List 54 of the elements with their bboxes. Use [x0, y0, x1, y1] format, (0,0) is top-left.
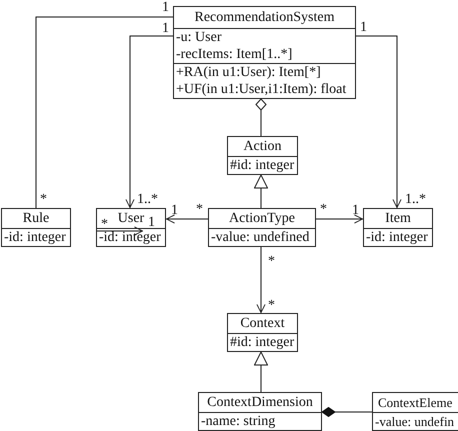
class-name: Rule [22, 210, 50, 227]
class-box [208, 208, 316, 247]
class-box [198, 392, 322, 431]
class-box [227, 313, 298, 352]
association-arrow [126, 36, 174, 208]
association-arrow [356, 36, 402, 208]
class-box [363, 208, 433, 247]
multiplicity-label: 1 [360, 21, 367, 35]
association-line [36, 16, 174, 208]
operation-text: +RA(in u1:User): Item[*] [176, 65, 321, 80]
multiplicity-label: * [320, 203, 327, 217]
class-name: ContextEleme [378, 394, 452, 411]
multiplicity-label: * [101, 218, 108, 232]
association-arrow [256, 246, 266, 314]
association-arrow [166, 214, 208, 224]
multiplicity-label: 1 [148, 216, 155, 230]
attribute-text: #id: integer [230, 158, 294, 173]
aggregation-line [256, 98, 266, 136]
attribute-text: -value: undefined [211, 230, 310, 245]
multiplicity-label: * [196, 203, 203, 217]
multiplicity-label: 1 [352, 204, 359, 218]
multiplicity-label: 1 [162, 22, 169, 36]
class-name: Item [385, 210, 411, 227]
multiplicity-label: * [40, 193, 47, 207]
attribute-text: -name: string [201, 414, 276, 429]
class-name: Action [243, 138, 282, 155]
class-box [1, 208, 71, 247]
attribute-text: -recItems: Item[1..*] [176, 47, 292, 62]
attribute-text: #id: integer [230, 335, 294, 350]
association-arrow [316, 214, 364, 224]
class-name: ContextDimension [207, 394, 313, 411]
multiplicity-label: * [268, 255, 275, 269]
class-name: ActionType [229, 210, 295, 227]
inheritance-arrow [254, 352, 268, 392]
composition-line [322, 407, 372, 417]
class-name: Context [240, 315, 285, 332]
multiplicity-label: 1 [162, 1, 169, 15]
class-name: RecommendationSystem [194, 9, 334, 26]
multiplicity-label: 1..* [405, 193, 426, 207]
attribute-text: -id: integer [4, 230, 66, 245]
class-box [372, 392, 458, 431]
class-box [96, 208, 166, 247]
inheritance-arrow [254, 174, 268, 208]
attribute-text: -id: integer [366, 230, 428, 245]
attribute-text: -value: undefin [375, 414, 454, 429]
multiplicity-label: 1..* [137, 193, 158, 207]
class-box [227, 136, 298, 175]
class-name: User [118, 210, 144, 227]
operation-text: +UF(in u1:User,i1:Item): float [176, 82, 346, 97]
class-box [173, 6, 356, 99]
multiplicity-label: 1 [171, 204, 178, 218]
attribute-text: -id: integer [99, 230, 161, 245]
attribute-text: -u: User [176, 30, 222, 45]
multiplicity-label: * [268, 299, 275, 313]
